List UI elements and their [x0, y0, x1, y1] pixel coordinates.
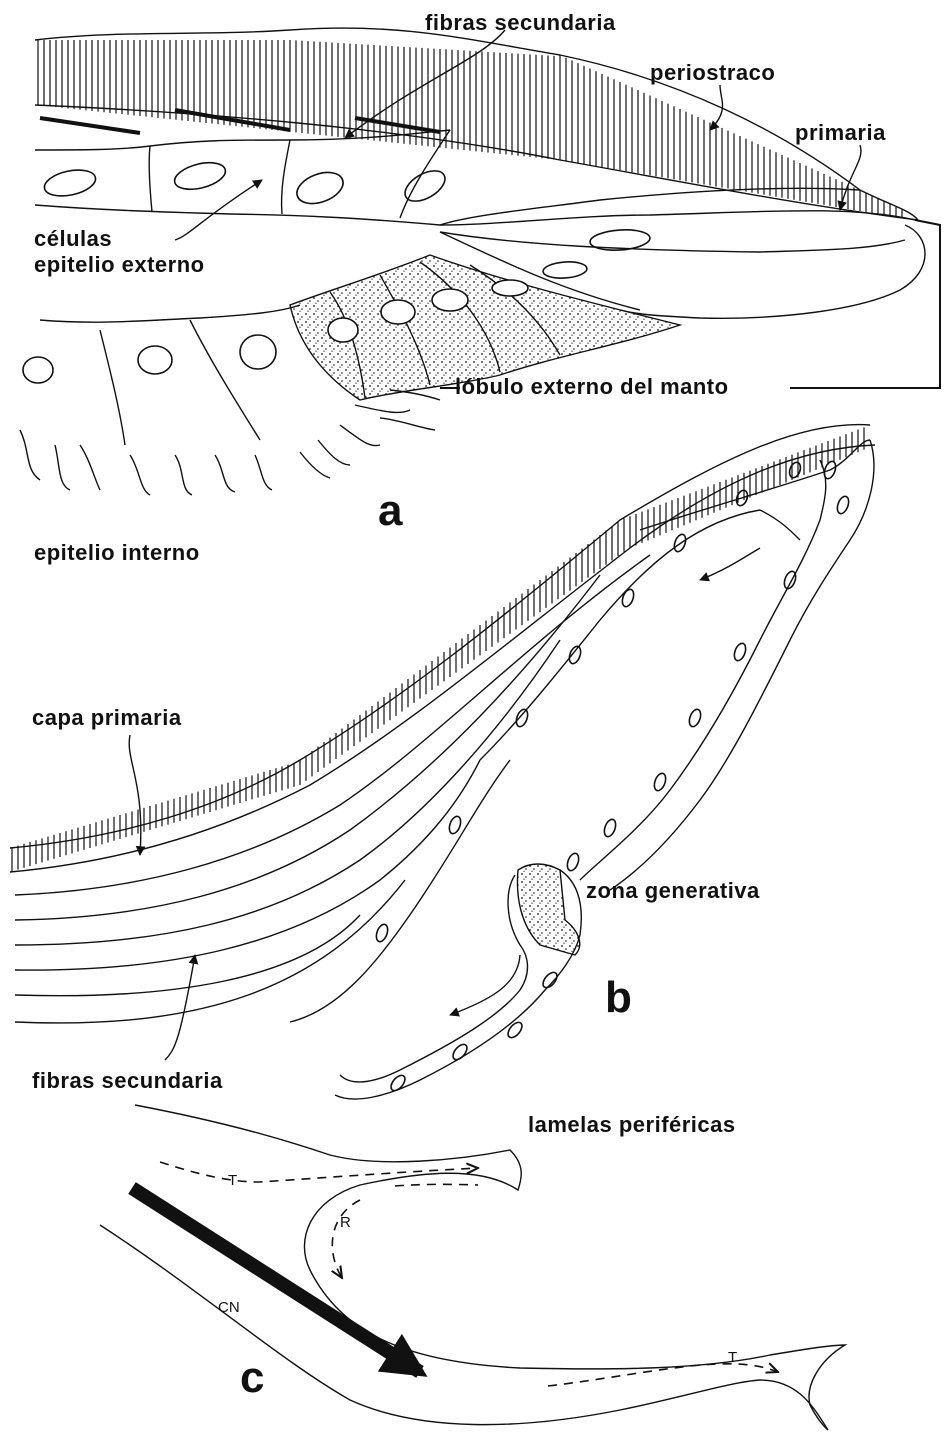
path-T-upper-tail — [395, 1184, 478, 1186]
primary-layer-outer — [10, 425, 870, 848]
label-epitelio-interno: epitelio interno — [34, 540, 200, 565]
panel-c: T R CN T c — [100, 1105, 845, 1430]
panel-a: fibras secundaria periostraco primaria c… — [20, 10, 940, 565]
label-capa-primaria: capa primaria — [32, 705, 182, 730]
panel-b: capa primaria zona generativa b fibras s… — [10, 425, 875, 1137]
panel-label-b: b — [605, 973, 632, 1022]
pointer-capa-primaria — [129, 735, 141, 855]
path-T-upper — [160, 1162, 478, 1182]
label-lamelas: lamelas periféricas — [528, 1112, 736, 1137]
cn-arrow — [132, 1188, 420, 1372]
label-fibras-secundaria-top: fibras secundaria — [425, 10, 616, 35]
label-epitelio-externo: epitelio externo — [34, 252, 205, 277]
label-T-lower: T — [728, 1349, 737, 1366]
label-periostraco: periostraco — [650, 60, 775, 85]
secondary-fiber-line — [40, 118, 140, 133]
fold-epithelium — [374, 440, 874, 943]
flow-arrow-upper — [700, 548, 760, 580]
label-lobulo: lóbulo externo del manto — [455, 374, 729, 399]
panel-label-c: c — [240, 1353, 264, 1402]
schematic-inner-contour — [100, 1225, 828, 1430]
label-zona-generativa: zona generativa — [586, 878, 760, 903]
periostracum-band — [35, 28, 918, 220]
flow-arrow-lower — [450, 955, 520, 1015]
panel-label-a: a — [378, 486, 403, 535]
label-CN: CN — [218, 1299, 240, 1316]
schematic-outer-contour — [135, 1105, 770, 1369]
pointer-fibras-bottom — [165, 955, 195, 1060]
mantle-lobe-bracket — [790, 220, 940, 388]
path-R — [332, 1200, 360, 1278]
label-fibras-secundaria-bottom: fibras secundaria — [32, 1068, 223, 1093]
label-T-upper: T — [228, 1172, 237, 1189]
generative-zone — [335, 864, 581, 1099]
label-R: R — [340, 1214, 351, 1231]
label-celulas: células — [34, 226, 112, 251]
secondary-lamellae — [15, 555, 650, 1023]
label-primaria: primaria — [795, 120, 886, 145]
schematic-tip — [770, 1345, 845, 1430]
